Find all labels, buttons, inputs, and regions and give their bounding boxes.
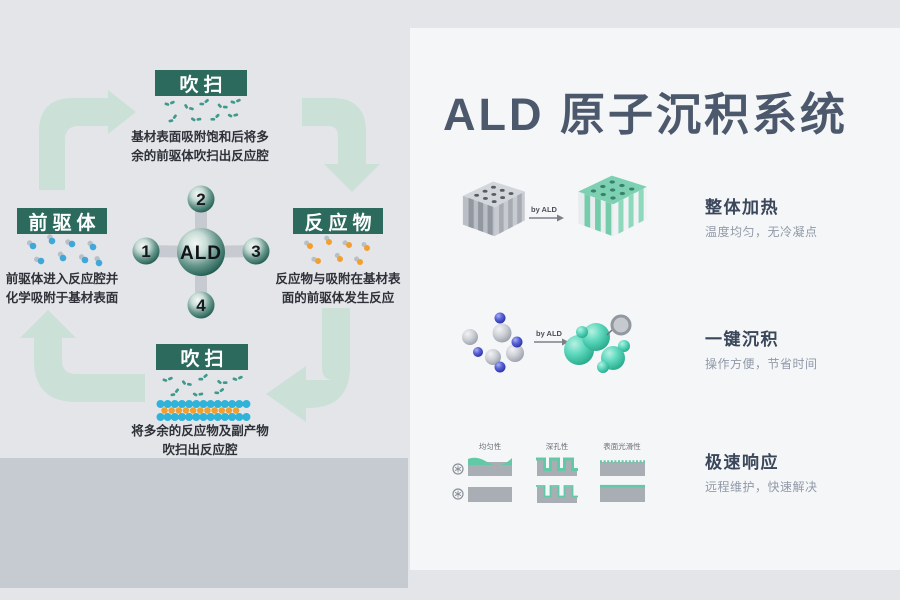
feature-2-text: 一键沉积 操作方便，节省时间 — [705, 325, 890, 372]
feature-3-illustration: 均匀性 深孔性 表面光滑性 — [452, 441, 645, 503]
port-3-sphere — [242, 237, 270, 265]
feature-1-illustration: by ALD — [462, 175, 647, 237]
feature-3-heading: 极速响应 — [705, 453, 779, 472]
precursor-particles — [26, 233, 105, 268]
by-ald-label-1: by ALD — [531, 205, 558, 214]
by-ald-label-2: by ALD — [536, 329, 563, 338]
purge-particles-bottom — [162, 372, 244, 399]
particles-after — [564, 314, 632, 373]
desc-precursor: 前驱体进入反应腔并化学吸附于基材表面 — [5, 272, 119, 306]
desc-purge-bottom: 将多余的反应物及副产物吹扫出反应腔 — [131, 424, 269, 458]
ald-center-sphere — [177, 228, 225, 276]
right-panel: ALD 原子沉积系统 — [410, 28, 900, 570]
step-label-purge-top: 吹扫 — [155, 70, 247, 96]
ald-hub: ALD 1 2 3 4 — [132, 185, 270, 319]
block-before — [462, 181, 525, 237]
port-1-sphere — [132, 237, 160, 265]
ald-center-label: ALD — [180, 243, 222, 264]
desc-reactant: 反应物与吸附在基材表面的前驱体发生反应 — [275, 272, 401, 306]
port-3-number: 3 — [251, 242, 260, 261]
magnifier-sphere — [606, 314, 632, 336]
port-2-sphere — [187, 185, 215, 213]
feature-1-text: 整体加热 温度均匀，无冷凝点 — [705, 193, 890, 240]
cycle-arrows — [20, 90, 380, 422]
column-label-smoothness: 表面光滑性 — [603, 441, 641, 451]
arrow-bottom-left — [20, 310, 145, 402]
port-4-number: 4 — [196, 296, 206, 315]
step-label-precursor: 前驱体 — [17, 208, 107, 234]
port-1-number: 1 — [141, 242, 150, 261]
step-label-purge-bottom: 吹扫 — [156, 344, 248, 370]
step-label-reactant: 反应物 — [293, 208, 383, 234]
column-label-deep-hole: 深孔性 — [546, 441, 569, 451]
arrow-bottom-right — [266, 308, 350, 422]
port-2-number: 2 — [196, 190, 205, 209]
column-label-uniformity: 均匀性 — [479, 441, 502, 451]
feature-1-subtitle: 温度均匀，无冷凝点 — [705, 225, 818, 239]
feature-illustrations: by ALD — [452, 175, 647, 503]
desc-purge-top: 基材表面吸附饱和后将多余的前驱体吹扫出反应腔 — [131, 130, 269, 164]
reactant-particles — [304, 234, 371, 266]
port-4-sphere — [187, 291, 215, 319]
feature-2-illustration: by ALD — [462, 312, 632, 373]
feature-2-subtitle: 操作方便，节省时间 — [705, 357, 818, 371]
page-title: ALD 原子沉积系统 — [443, 89, 848, 140]
arrow-top-right — [302, 98, 380, 192]
feature-3-subtitle: 远程维护，快速解决 — [705, 480, 818, 494]
row-marker-icon-top — [452, 463, 464, 475]
ald-cycle-diagram: ALD 1 2 3 4 吹扫 前驱体 反应物 吹扫 基材表面吸附饱和后将多余的前… — [0, 0, 410, 600]
bottom-left-gray-block — [0, 458, 408, 588]
atomic-layer-rows — [156, 400, 251, 421]
by-ald-arrow-1 — [529, 214, 564, 222]
arrow-top-left — [39, 90, 136, 190]
cycle-graphics: ALD 1 2 3 4 — [20, 90, 380, 422]
feature-2-heading: 一键沉积 — [705, 330, 779, 349]
row-marker-icon-bottom — [452, 488, 464, 500]
molecules-before — [462, 312, 524, 373]
feature-3-text: 极速响应 远程维护，快速解决 — [705, 448, 890, 495]
by-ald-arrow-2 — [534, 338, 569, 346]
feature-1-heading: 整体加热 — [705, 198, 779, 217]
purge-particles-top — [164, 98, 242, 124]
block-after — [578, 175, 647, 237]
